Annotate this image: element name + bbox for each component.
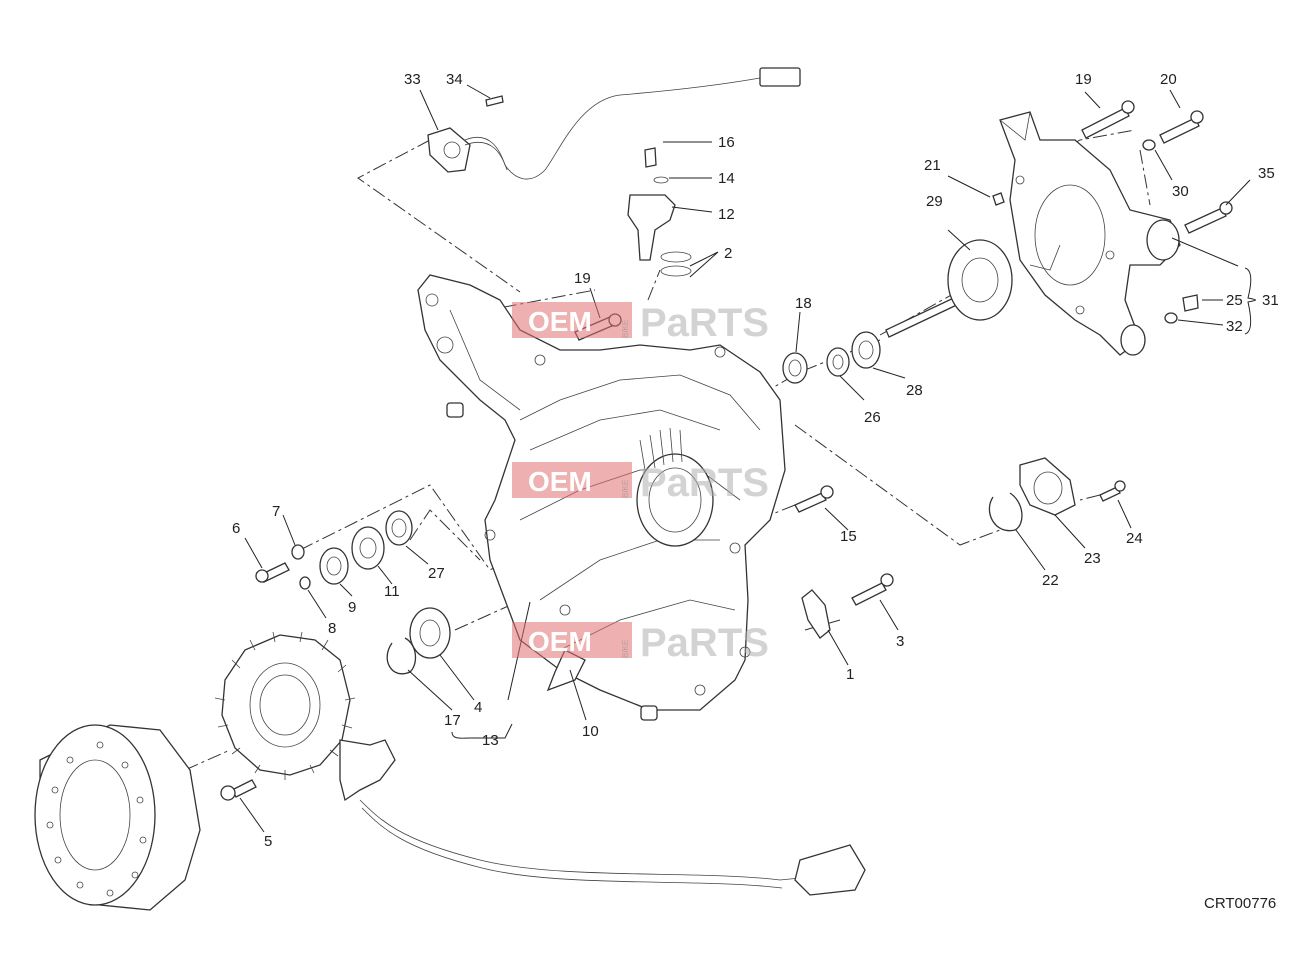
- part-label-26: 26: [864, 409, 881, 426]
- part-label-17: 17: [444, 712, 461, 729]
- part-label-15: 15: [840, 528, 857, 545]
- watermark-parts-text: PaRTS: [640, 461, 769, 505]
- part-label-5: 5: [264, 833, 272, 850]
- watermark-top: OEM BIKE PaRTS: [512, 301, 769, 345]
- part-label-19-left: 19: [574, 270, 591, 287]
- part-label-27: 27: [428, 565, 445, 582]
- part-label-4: 4: [474, 699, 482, 716]
- water-pump-shaft-set: [782, 239, 1013, 384]
- watermark-middle: OEM BIKE PaRTS: [512, 461, 769, 505]
- part-label-19-right: 19: [1075, 71, 1092, 88]
- part-label-1: 1: [846, 666, 854, 683]
- part-label-21: 21: [924, 157, 941, 174]
- part-label-35: 35: [1258, 165, 1275, 182]
- watermark-oem-text: OEM: [528, 466, 592, 497]
- part-label-34: 34: [446, 71, 463, 88]
- watermark-bike-text: BIKE: [621, 320, 630, 338]
- bearing-set-lower: [386, 607, 451, 675]
- part-label-28: 28: [906, 382, 923, 399]
- stator: [214, 631, 866, 896]
- part-label-25: 25: [1226, 292, 1243, 309]
- part-label-20: 20: [1160, 71, 1177, 88]
- part-label-10: 10: [582, 723, 599, 740]
- part-label-7: 7: [272, 503, 280, 520]
- part-label-29: 29: [926, 193, 943, 210]
- part-label-18: 18: [795, 295, 812, 312]
- bracket: [801, 589, 831, 639]
- part-label-22: 22: [1042, 572, 1059, 589]
- part-label-14: 14: [718, 170, 735, 187]
- part-label-6: 6: [232, 520, 240, 537]
- part-label-30: 30: [1172, 183, 1189, 200]
- part-label-32: 32: [1226, 318, 1243, 335]
- part-label-16: 16: [718, 134, 735, 151]
- pickup-sensor: [427, 67, 801, 180]
- part-label-24: 24: [1126, 530, 1143, 547]
- part-labels: 33 34 16 14 12 2 19 18 26 28 29 21 19 20…: [232, 71, 1279, 850]
- watermark-oem-text: OEM: [528, 626, 592, 657]
- cover-plate-set: [988, 457, 1076, 532]
- part-label-13: 13: [482, 732, 499, 749]
- part-label-3: 3: [896, 633, 904, 650]
- part-label-8: 8: [328, 620, 336, 637]
- part-label-33: 33: [404, 71, 421, 88]
- rotor: [34, 724, 201, 911]
- part-label-9: 9: [348, 599, 356, 616]
- watermark-bike-text: BIKE: [621, 640, 630, 658]
- part-label-31: 31: [1262, 292, 1279, 309]
- watermark-bottom: OEM BIKE PaRTS: [512, 621, 769, 665]
- diagram-reference-code: CRT00776: [1204, 895, 1276, 912]
- watermark-parts-text: PaRTS: [640, 301, 769, 345]
- part-label-2: 2: [724, 245, 732, 262]
- small-fittings: [992, 139, 1199, 324]
- dowel-pins: [446, 402, 658, 721]
- watermark-parts-text: PaRTS: [640, 621, 769, 665]
- water-pump-housing: [999, 111, 1181, 356]
- bearing-set-upper: [291, 510, 413, 590]
- part-label-12: 12: [718, 206, 735, 223]
- part-label-23: 23: [1084, 550, 1101, 567]
- watermark-oem-text: OEM: [528, 306, 592, 337]
- sensor-stack: [627, 147, 692, 277]
- watermark-bike-text: BIKE: [621, 480, 630, 498]
- part-label-11: 11: [384, 583, 400, 600]
